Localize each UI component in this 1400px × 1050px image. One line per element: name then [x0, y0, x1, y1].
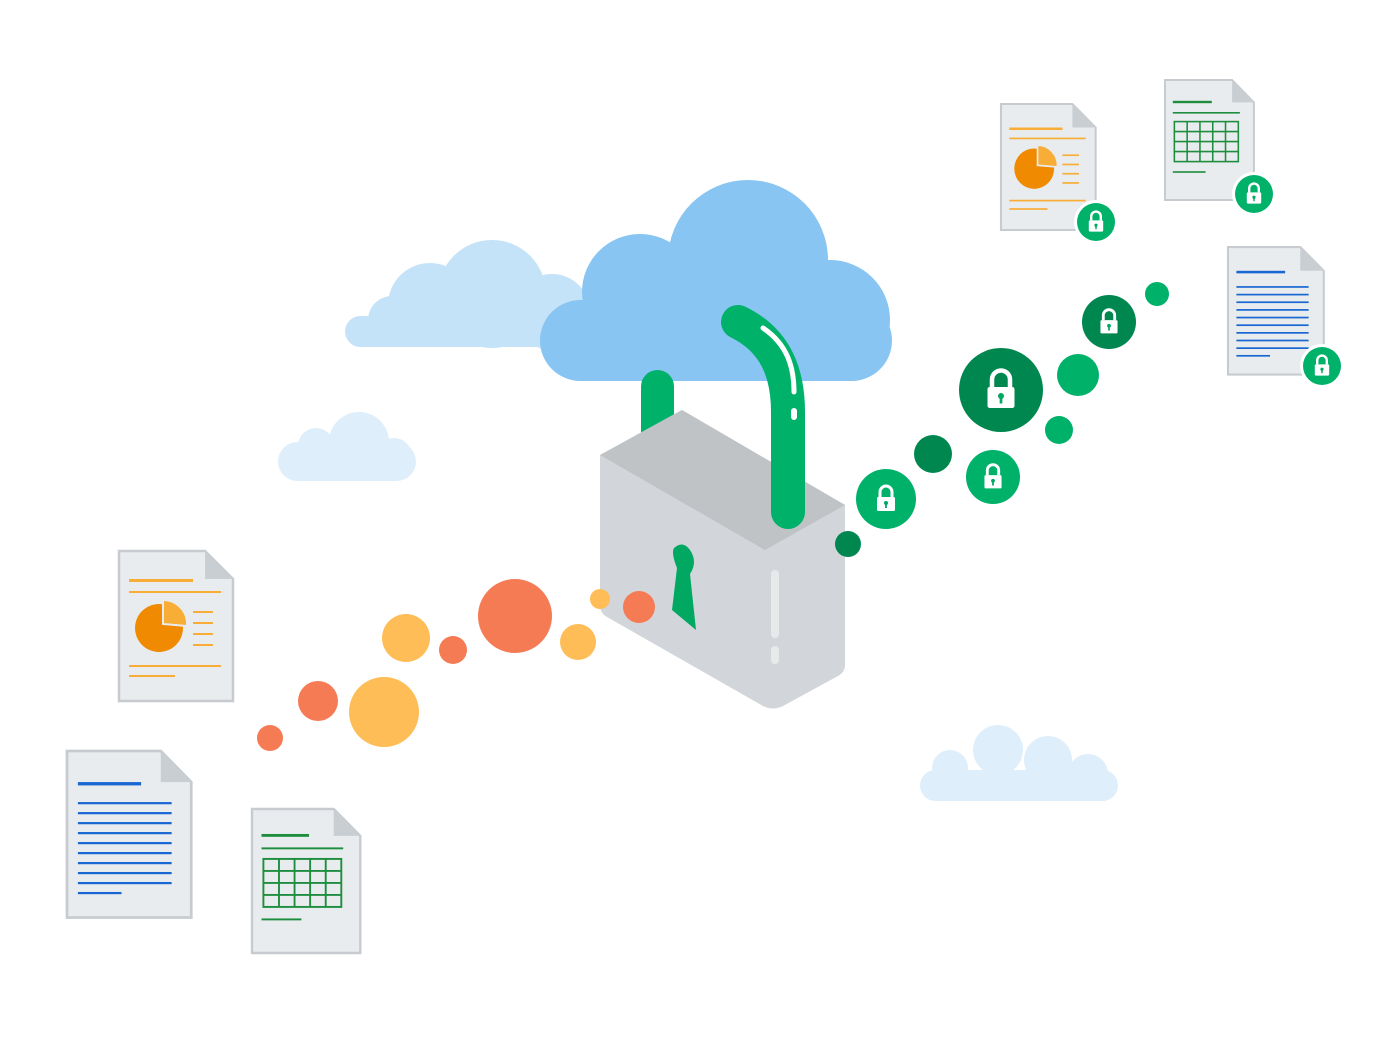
padlock-icon [856, 469, 916, 529]
cloud-icon [540, 180, 892, 381]
spreadsheet-icon [252, 809, 360, 953]
padlock-icon [600, 305, 845, 709]
pale-cloud-icon [278, 412, 416, 481]
pale-cloud-icon [920, 725, 1118, 801]
encrypted-data-trail [835, 282, 1169, 557]
light-cloud-icon [345, 240, 590, 350]
padlock-icon [1074, 200, 1118, 244]
padlock-icon [1232, 172, 1276, 216]
document-icon [67, 751, 191, 918]
pie-chart-icon [119, 551, 233, 701]
padlock-icon [966, 450, 1020, 504]
padlock-icon [959, 348, 1043, 432]
padlock-icon [1300, 344, 1344, 388]
unencrypted-data-trail [257, 579, 655, 751]
padlock-icon [1082, 295, 1136, 349]
